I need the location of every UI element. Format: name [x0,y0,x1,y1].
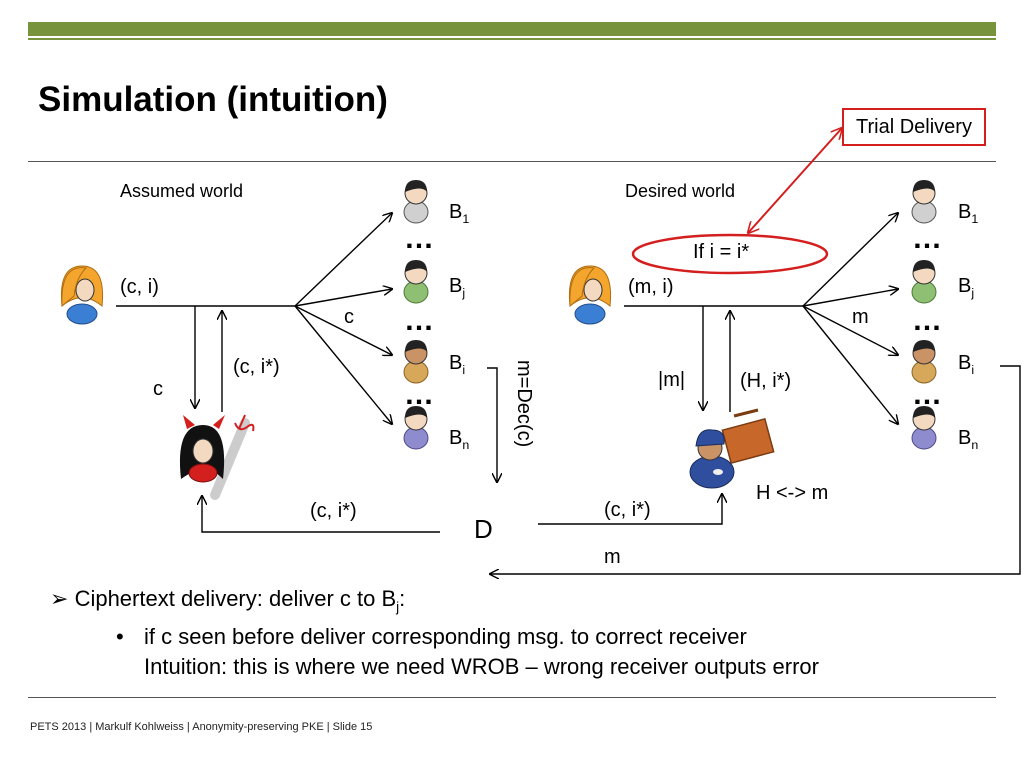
right-out-label: m [604,546,621,568]
worker-icon [689,408,775,489]
right-branch-label: m [852,306,869,328]
receiver-bn-left: Bn [449,427,470,452]
right-out-arrow [490,365,1021,574]
right-arrow-bn [802,305,898,424]
woman-icon [60,265,104,325]
footer: PETS 2013 | Markulf Kohlweiss | Anonymit… [30,721,373,733]
person-icon-bj-left [403,260,429,304]
trial-delivery-label: Trial Delivery [856,115,972,138]
dec-arrow [487,367,497,482]
right-sender-label: (m, i) [628,276,674,298]
slide-title: Simulation (intuition) [38,80,388,119]
person-icon-bn-left [403,406,429,450]
arrow-bullet-icon: ➢ [50,586,69,611]
bullet-sub-line-2: Intuition: this is where we need WROB – … [144,654,819,679]
receiver-bi-right: Bi [958,352,975,377]
decryptor-label: D [474,514,493,544]
left-sender-label: (c, i) [120,276,159,298]
receiver-b1-left: B1 [449,201,470,226]
left-arrow-b1 [294,213,392,307]
dot-bullet-icon: • [116,624,124,649]
right-up-label: (H, i*) [740,370,792,392]
receiver-bi-left: Bi [449,352,466,377]
person-icon-b1-left [403,180,429,224]
condition-ellipse [631,233,829,275]
bullet-main: ➢ Ciphertext delivery: deliver c to Bj: [50,586,406,615]
receiver-bj-right: Bj [958,275,975,300]
receiver-bj-left: Bj [449,275,466,300]
right-arrow-bj [802,289,898,307]
right-down-label: |m| [658,369,686,391]
left-return-label: (c, i*) [310,500,357,522]
person-icon-bn-right [911,406,937,450]
swap-label: H <-> m [756,482,829,504]
woman-icon [568,265,612,325]
footer-rule [28,697,996,698]
left-branch-label: c [344,306,354,328]
bullet-sub-line-1: if c seen before deliver corresponding m… [144,624,747,649]
left-arrow-bi [294,305,392,355]
person-icon-bi-right [911,340,937,384]
left-return-arrow [202,496,440,533]
ellipsis-left-1: … [404,222,434,255]
devil-icon [179,414,255,500]
ellipsis-right-3: … [912,378,942,411]
dec-label: m=Dec(c) [513,360,535,448]
header-bar [28,22,996,36]
bullet-sub: • if c seen before deliver corresponding… [116,622,819,682]
ellipsis-right-2: … [912,304,942,337]
trial-delivery-arrow [748,128,842,233]
condition-label: If i = i* [693,241,750,263]
ellipsis-left-2: … [404,304,434,337]
right-arrow-bi [802,305,898,355]
assumed-world-heading: Assumed world [120,181,244,201]
desired-world-heading: Desired world [625,181,736,201]
ellipsis-right-1: … [912,222,942,255]
trial-delivery-box: Trial Delivery [842,108,986,146]
right-arrow-b1 [802,213,898,307]
right-in-arrow [538,494,722,525]
ellipsis-left-3: … [404,378,434,411]
right-in-label: (c, i*) [604,499,651,521]
header-bar-thin [28,38,996,40]
receiver-bn-right: Bn [958,427,979,452]
person-icon-bi-left [403,340,429,384]
person-icon-b1-right [911,180,937,224]
title-rule [28,161,996,162]
person-icon-bj-right [911,260,937,304]
receiver-b1-right: B1 [958,201,979,226]
left-arrow-bj [294,289,392,307]
left-up-label: (c, i*) [233,356,280,378]
left-arrow-bn [294,305,392,424]
left-down-label: c [153,378,163,400]
